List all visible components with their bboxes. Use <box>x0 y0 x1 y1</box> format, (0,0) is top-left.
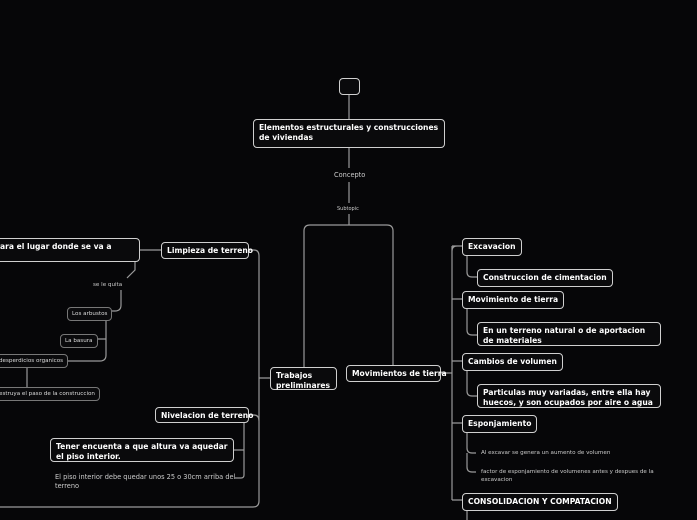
arbustos-node[interactable]: Los arbustos <box>67 307 113 321</box>
nivelacion-node[interactable]: Nivelacion de terreno <box>155 407 253 423</box>
esponjamiento-node[interactable]: Esponjamiento <box>462 415 538 433</box>
particulas-node[interactable]: Particulas muy variadas, entre ella hay … <box>477 384 661 408</box>
movimientos-node[interactable]: Movimientos de tierra <box>346 365 447 382</box>
excavacion-node[interactable]: Excavacion <box>462 238 522 256</box>
esponjamiento-note-2: factor de esponjamiento de volumenes ant… <box>481 469 654 483</box>
subtopic-label: Subtopic <box>337 206 359 212</box>
nivelacion-desc-node[interactable]: Tener encuenta a que altura va aquedar e… <box>50 438 234 462</box>
empty-topic-node[interactable] <box>339 78 360 95</box>
root-node[interactable]: Elementos estructurales y construcciones… <box>253 119 445 148</box>
movimiento-tierra-node[interactable]: Movimiento de tierra <box>462 291 565 309</box>
consolidacion-node[interactable]: CONSOLIDACION Y COMPATACION <box>462 493 618 511</box>
limpieza-node[interactable]: Limpieza de terreno <box>161 242 253 259</box>
cambios-volumen-node[interactable]: Cambios de volumen <box>462 353 563 371</box>
concepto-label: Concepto <box>334 171 366 179</box>
cimentacion-node[interactable]: Construccion de cimentacion <box>477 269 613 287</box>
nivelacion-note: El piso interior debe quedar unos 25 o 3… <box>55 473 236 490</box>
esponjamiento-note-1: Al excavar se genera un aumento de volum… <box>481 450 611 456</box>
limpieza-desc-node[interactable]: ara el lugar donde se va a <box>0 238 140 262</box>
terreno-node[interactable]: En un terreno natural o de aportacion de… <box>477 322 661 346</box>
desperdicios-node[interactable]: desperdicios organicos <box>0 354 69 368</box>
trabajos-node[interactable]: Trabajos preliminares <box>270 367 337 390</box>
se-le-quita-label: se le quita <box>93 282 123 288</box>
basura-node[interactable]: La basura <box>60 334 98 348</box>
destruya-node[interactable]: estruya el paso de la construccion <box>0 387 100 401</box>
